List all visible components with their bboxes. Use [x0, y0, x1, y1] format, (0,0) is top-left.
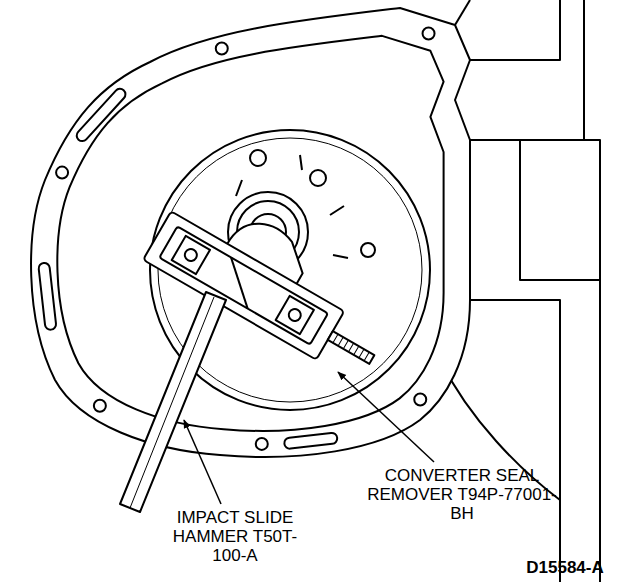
slide-hammer-rod [120, 292, 226, 512]
tool-jaw [276, 296, 314, 334]
forcing-screw [328, 331, 375, 364]
leader-line [184, 420, 221, 504]
rod-highlight [130, 297, 214, 508]
bolt-hole [56, 167, 68, 179]
case-line [520, 140, 600, 280]
bolt-hole [256, 438, 268, 450]
bolt-hole [423, 28, 435, 40]
bellhousing-flange [31, 8, 470, 457]
flange-slot-inner [44, 268, 50, 324]
bolt-hole [216, 42, 228, 54]
tool-pivot [287, 307, 303, 323]
tool-jaw [172, 236, 210, 274]
figure-number: D15584-A [510, 558, 620, 577]
tool-pivot [183, 247, 199, 263]
tool-body-inner [159, 226, 328, 344]
tool-name: CONVERTER SEAL REMOVER T94P-77001-BH [365, 466, 560, 523]
flange-slot-inner [82, 94, 120, 135]
case-line [455, 0, 470, 25]
pump-bolt-hole [310, 170, 326, 186]
bolt-hole [414, 394, 426, 406]
pump-bolt-hole [361, 243, 375, 257]
case-line [470, 0, 560, 60]
bolt-hole [94, 400, 106, 412]
flange-slot [290, 438, 332, 443]
flange-slot [44, 268, 50, 324]
screw-thread [333, 334, 369, 361]
leader-line [338, 372, 434, 462]
flange-slot-inner [290, 438, 332, 443]
tool-name: IMPACT SLIDE HAMMER T50T-100-A [160, 508, 310, 565]
tool-body [143, 211, 344, 359]
pump-bolt-hole [250, 150, 266, 166]
case-line [583, 0, 585, 140]
gasket-surface [57, 36, 443, 431]
case-line [470, 300, 560, 582]
flange-slot [82, 94, 120, 135]
case-line [470, 140, 600, 582]
